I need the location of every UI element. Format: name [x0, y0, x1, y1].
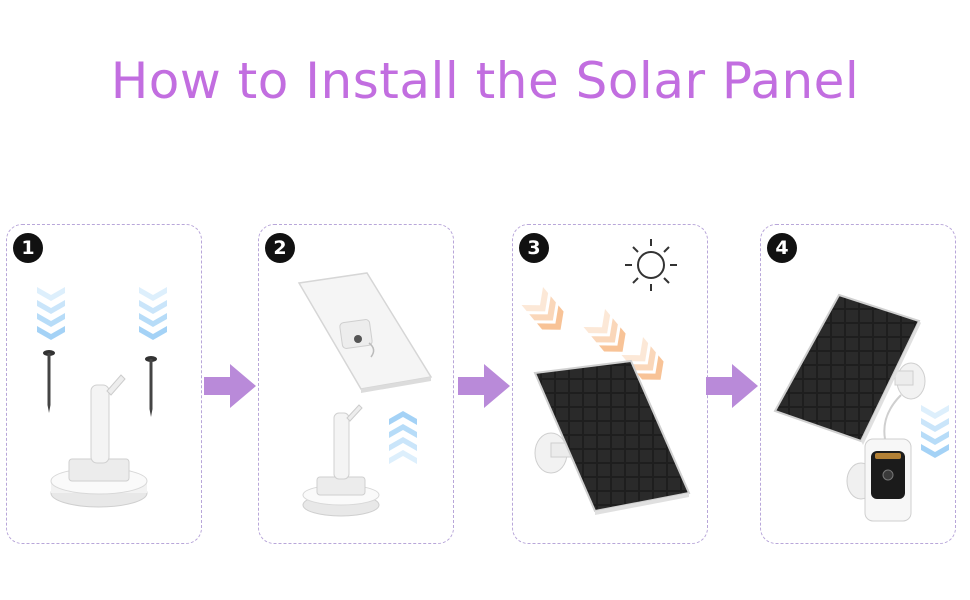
next-step-arrow-icon [204, 364, 256, 412]
down-chevrons-icon [139, 287, 167, 340]
panel-with-camera-icon [773, 293, 949, 522]
wall-mount-icon [302, 404, 380, 517]
solar-panel-front-icon [533, 359, 691, 515]
up-chevrons-icon [389, 411, 417, 464]
step-1-number-badge: 1 [13, 233, 43, 263]
down-chevrons-icon [921, 405, 949, 458]
sun-charging-panel-icon [521, 239, 691, 515]
solar-panel-front-icon [773, 293, 921, 445]
mount-and-screws-icon [37, 287, 167, 508]
screw-icon [43, 350, 55, 413]
step-3-card: 3 [512, 224, 708, 544]
step-2-number-badge: 2 [265, 233, 295, 263]
step-3-number-badge: 3 [519, 233, 549, 263]
screw-icon [145, 356, 157, 417]
step-4-number-badge: 4 [767, 233, 797, 263]
step-4-card: 4 [760, 224, 956, 544]
step-1-card: 1 [6, 224, 202, 544]
step-2-card: 2 [258, 224, 454, 544]
sun-icon [625, 239, 677, 291]
power-cable [883, 394, 902, 440]
panel-back-attach-icon [297, 272, 433, 517]
solar-panel-back-icon [297, 272, 433, 393]
next-step-arrow-icon [706, 364, 758, 412]
security-camera-icon [846, 438, 912, 522]
page-title: How to Install the Solar Panel [110, 52, 860, 110]
down-chevrons-icon [37, 287, 65, 340]
next-step-arrow-icon [458, 364, 510, 412]
wall-mount-icon [894, 362, 926, 400]
wall-mount-icon [50, 374, 148, 508]
